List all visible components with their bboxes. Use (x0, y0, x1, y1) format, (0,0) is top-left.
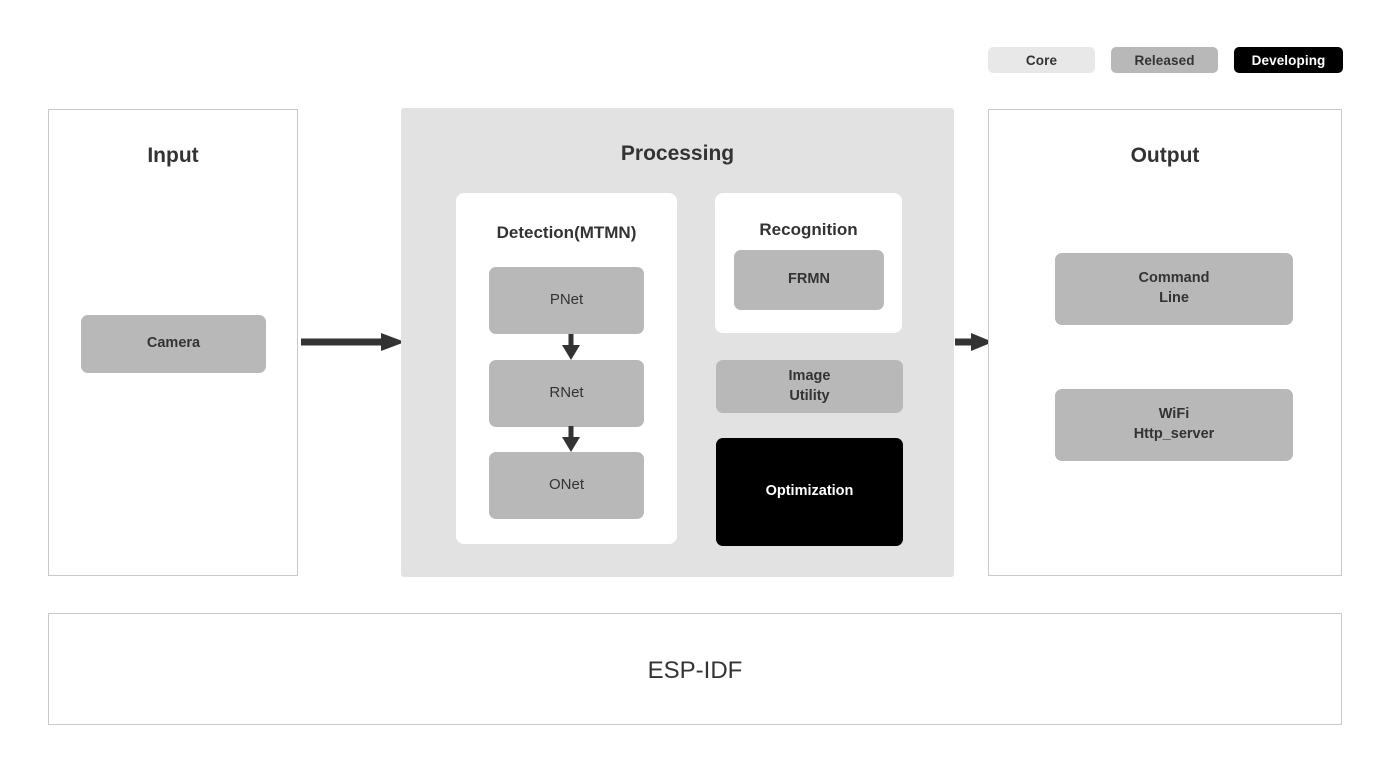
node-frmn-label: FRMN (788, 271, 830, 288)
panel-output: Output Command Line WiFi Http_server (988, 109, 1342, 576)
node-camera: Camera (81, 315, 266, 373)
node-wifi-label-line1: WiFi (1158, 406, 1190, 423)
node-onet-label: ONet (548, 476, 584, 494)
legend-label-core: Core (1025, 52, 1058, 68)
node-image-utility-label-line1: Image (788, 367, 831, 384)
node-onet: ONet (489, 452, 644, 519)
node-image-utility-label-line2: Utility (789, 387, 830, 404)
card-detection: Detection(MTMN) PNet RNet ON (456, 193, 677, 544)
card-recognition-title: Recognition (759, 220, 858, 239)
node-frmn: FRMN (734, 250, 884, 310)
panel-input-title: Input (147, 144, 199, 167)
node-rnet: RNet (489, 360, 644, 427)
node-command-line: Command Line (1055, 253, 1293, 325)
legend-label-released: Released (1134, 52, 1195, 68)
arrow-rnet-to-onet-icon (560, 426, 582, 452)
node-optimization-label: Optimization (765, 483, 854, 500)
node-image-utility: Image Utility (716, 360, 903, 413)
panel-input: Input Camera (48, 109, 298, 576)
panel-processing: Processing Detection(MTMN) PNet RNet (401, 108, 954, 577)
node-wifi-label-line2: Http_server (1133, 426, 1215, 442)
panel-processing-title: Processing (620, 142, 735, 165)
node-wifi-http-server: WiFi Http_server (1055, 389, 1293, 461)
node-camera-label: Camera (146, 335, 201, 352)
arrow-input-to-processing-icon (301, 331, 405, 353)
panel-output-title: Output (1130, 144, 1200, 167)
legend-badge-core: Core (988, 47, 1096, 73)
node-pnet: PNet (489, 267, 644, 334)
panel-esp-idf: ESP-IDF (48, 613, 1342, 725)
legend-badge-released: Released (1111, 47, 1219, 73)
node-pnet-label: PNet (549, 291, 584, 309)
node-command-line-label-line2: Line (1159, 290, 1189, 306)
arrow-pnet-to-rnet-icon (560, 334, 582, 360)
card-recognition: Recognition FRMN (715, 193, 902, 333)
node-rnet-label: RNet (549, 384, 584, 402)
legend-badge-developing: Developing (1234, 47, 1343, 73)
node-optimization: Optimization (716, 438, 903, 546)
panel-esp-idf-title: ESP-IDF (647, 657, 743, 684)
card-detection-title: Detection(MTMN) (496, 223, 637, 242)
arrow-processing-to-output-icon (955, 331, 993, 353)
legend: Core Released Developing (988, 47, 1343, 73)
legend-label-developing: Developing (1251, 52, 1326, 68)
node-command-line-label-line1: Command (1138, 270, 1210, 287)
